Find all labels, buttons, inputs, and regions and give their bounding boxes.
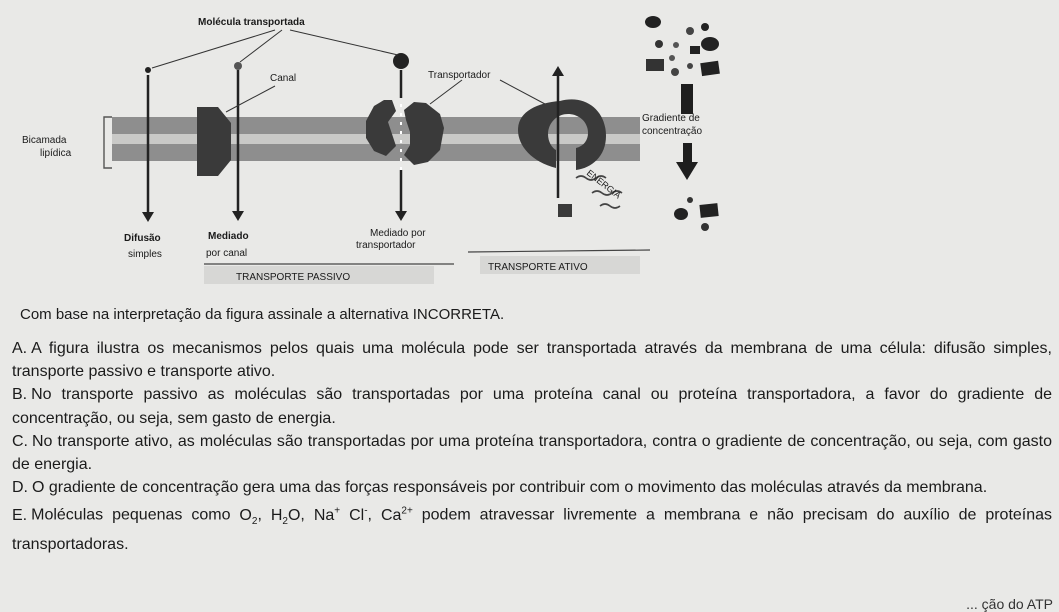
molecule bbox=[673, 42, 679, 48]
carrier-pointer-line bbox=[429, 79, 463, 105]
option-text: O gradiente de concentração gera uma das… bbox=[32, 479, 988, 497]
simple-diffusion-label-line1: Difusão bbox=[124, 233, 161, 244]
title-pointer-line bbox=[239, 29, 283, 63]
arrow-head bbox=[142, 212, 154, 222]
molecule bbox=[690, 46, 700, 54]
active-transport-label: TRANSPORTE ATIVO bbox=[488, 262, 588, 273]
gradient-label-line1: Gradiente de bbox=[642, 113, 700, 124]
formula-cl: Cl- bbox=[349, 505, 368, 524]
carrier-mediated-label-line1: Mediado por bbox=[370, 228, 426, 239]
option-text-before: Moléculas pequenas como bbox=[31, 506, 231, 524]
option-text: A figura ilustra os mecanismos pelos qua… bbox=[12, 340, 1052, 381]
transported-molecule-dot bbox=[393, 53, 409, 69]
cutoff-text-fragment: ... ção do ATP bbox=[966, 596, 1053, 612]
molecule bbox=[687, 63, 693, 69]
molecule bbox=[700, 60, 720, 77]
option-text-after: podem atravessar livremente a membrana e… bbox=[12, 506, 1053, 554]
molecule bbox=[671, 68, 679, 76]
molecule bbox=[686, 27, 694, 35]
option-letter: E. bbox=[12, 506, 28, 524]
simple-diffusion-label-line2: simples bbox=[128, 249, 162, 260]
energy-wave bbox=[599, 203, 621, 209]
formula-ca: Ca2+ bbox=[380, 505, 413, 524]
channel-pointer-line bbox=[225, 85, 276, 113]
active-transport-box bbox=[480, 256, 640, 274]
gradient-bar bbox=[681, 84, 693, 114]
molecule bbox=[699, 203, 719, 218]
gradient-bar bbox=[683, 143, 692, 163]
channel-mediated-label-line1: Mediado bbox=[208, 231, 249, 242]
molecule bbox=[687, 197, 693, 203]
transported-molecule-dot bbox=[145, 67, 151, 73]
option-letter: A. bbox=[12, 340, 28, 357]
carrier-protein bbox=[404, 102, 444, 165]
lipid-bilayer-bottom bbox=[112, 144, 640, 161]
option-text: No transporte ativo, as moléculas são tr… bbox=[12, 432, 1052, 474]
bilayer-label-line1: Bicamada bbox=[22, 135, 67, 146]
molecule bbox=[701, 37, 719, 51]
molecule bbox=[645, 16, 661, 28]
carrier-label: Transportador bbox=[428, 70, 491, 81]
energy-wave bbox=[591, 190, 623, 196]
title-pointer-line bbox=[151, 29, 276, 69]
gradient-label-line2: concentração bbox=[642, 126, 702, 137]
carrier-pointer-line bbox=[499, 79, 546, 105]
option-d[interactable]: D.O gradiente de concentração gera uma d… bbox=[12, 476, 1052, 499]
gradient-arrow-head bbox=[676, 162, 698, 180]
carrier-mediated-label-line2: transportador bbox=[356, 240, 416, 251]
arrow-head bbox=[395, 211, 407, 221]
option-letter: B. bbox=[12, 386, 28, 404]
channel-mediated-label-line2: por canal bbox=[206, 248, 247, 259]
option-text: No transporte passivo as moléculas são t… bbox=[12, 386, 1052, 427]
molecule bbox=[701, 223, 709, 231]
option-e[interactable]: E.Moléculas pequenas como O2, H2O, Na+ C… bbox=[12, 505, 1053, 554]
passive-transport-box bbox=[204, 266, 434, 284]
formula-na: Na+ bbox=[313, 505, 341, 524]
option-letter: C. bbox=[12, 432, 28, 450]
energy-label: ENERGIA bbox=[585, 168, 623, 201]
molecule bbox=[646, 59, 664, 71]
carrier-protein bbox=[366, 100, 396, 156]
arrow-head bbox=[552, 66, 564, 76]
question-prompt: Com base na interpretação da figura assi… bbox=[20, 306, 505, 323]
bilayer-label-line2: lipídica bbox=[40, 148, 72, 159]
option-letter: D. bbox=[12, 479, 28, 497]
bilayer-bracket bbox=[103, 116, 112, 169]
molecule bbox=[669, 55, 675, 61]
option-b[interactable]: B.No transporte passivo as moléculas são… bbox=[12, 383, 1052, 429]
membrane-transport-figure: Molécula transportada Canal Transportado… bbox=[22, 16, 720, 284]
energy-wave bbox=[575, 175, 607, 181]
transported-molecule-square bbox=[558, 204, 572, 217]
passive-transport-label: TRANSPORTE PASSIVO bbox=[236, 272, 350, 283]
title-pointer-line bbox=[289, 29, 399, 56]
molecule bbox=[655, 40, 663, 48]
formula-o2: O2 bbox=[239, 506, 258, 527]
molecule bbox=[701, 23, 709, 31]
answer-options: A.A figura ilustra os mecanismos pelos q… bbox=[12, 337, 1052, 556]
active-bracket bbox=[467, 249, 651, 253]
channel-protein bbox=[197, 107, 231, 176]
formula-h2o: H2O bbox=[270, 506, 301, 527]
option-a[interactable]: A.A figura ilustra os mecanismos pelos q… bbox=[12, 337, 1052, 383]
arrow-head bbox=[232, 211, 244, 221]
active-transporter-protein bbox=[518, 99, 606, 170]
transported-molecule-dot bbox=[234, 62, 242, 70]
molecule bbox=[674, 208, 688, 220]
option-c[interactable]: C.No transporte ativo, as moléculas são … bbox=[12, 430, 1052, 476]
figure-title: Molécula transportada bbox=[198, 17, 305, 28]
channel-label: Canal bbox=[270, 73, 296, 84]
